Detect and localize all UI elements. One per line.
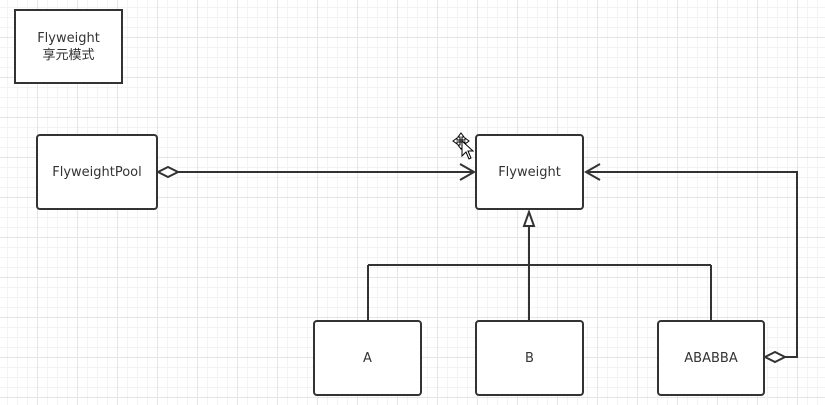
node-ababba[interactable]: ABABBA	[657, 320, 765, 396]
inheritance-triangle-icon	[522, 209, 536, 227]
open-arrow-icon	[583, 163, 601, 181]
aggregation-diamond-icon	[155, 165, 181, 179]
note-title: Flyweight	[37, 30, 100, 46]
node-label: FlyweightPool	[52, 164, 142, 180]
title-note[interactable]: Flyweight 享元模式	[14, 9, 123, 84]
note-subtitle: 享元模式	[42, 47, 95, 63]
open-arrow-icon	[459, 163, 477, 181]
node-a[interactable]: A	[313, 320, 422, 396]
aggregation-diamond-icon	[762, 350, 788, 364]
edge-inheritance-tree[interactable]	[367, 209, 712, 320]
node-b[interactable]: B	[475, 320, 584, 396]
node-label: ABABBA	[684, 350, 738, 366]
move-cursor-icon	[452, 132, 474, 160]
edge-pool-to-flyweight[interactable]	[155, 163, 477, 181]
node-label: A	[363, 350, 372, 366]
node-flyweight[interactable]: Flyweight	[475, 134, 584, 210]
node-label: Flyweight	[498, 164, 561, 180]
node-flyweightpool[interactable]: FlyweightPool	[36, 134, 158, 210]
node-label: B	[525, 350, 534, 366]
